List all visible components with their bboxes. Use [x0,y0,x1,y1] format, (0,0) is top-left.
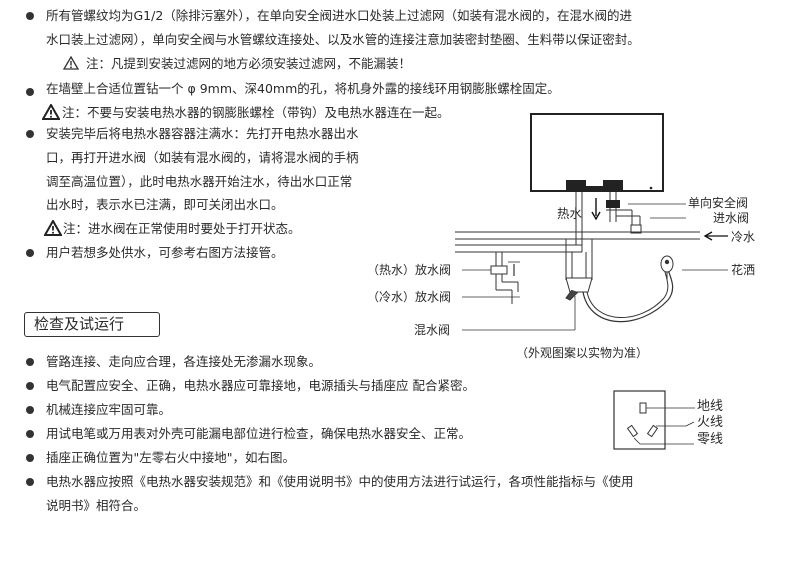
section-title: 检查及试运行 [24,312,160,337]
safety-valve [606,200,620,208]
mixing-valve-label: 混水阀 [414,323,451,337]
inlet-valve [630,224,642,234]
neutral-wire-label: 零线 [697,432,724,447]
warning-icon [63,56,79,70]
fitting-plate [586,186,603,192]
bullet [26,382,34,390]
install-note-1: 注：凡提到安装过滤网的地方必须安装过滤网，不能漏装！ [86,56,412,71]
hot-drain-valve [490,265,508,275]
bullet [26,478,34,486]
install-text-2: 在墙壁上合适位置钻一个 φ 9mm、深40mm的孔，将机身外露的接线环用钢膨胀螺… [46,81,560,96]
install-note-2: 注：不要与安装电热水器的钢膨胀螺栓（带钩）及电热水器连在一起。 [62,105,450,120]
diagram-caption: （外观图案以实物为准） [516,346,649,360]
hot-water-label: 热水 [557,206,583,221]
check-item-2: 电气配置应安全、正确，电热水器应可靠接地，电源插头与插座应 配合紧密。 [46,378,475,393]
check-item-6b: 说明书》相符合。 [46,498,147,513]
inlet-fitting [603,180,623,192]
shower-label: 花洒 [731,263,756,277]
install-text-4: 用户若想多处供水，可参考右图方法接管。 [46,245,284,260]
bullet [26,130,34,138]
cold-water-label: 冷水 [731,230,756,244]
water-heater-tank [530,113,664,192]
bullet [26,454,34,462]
bullet [26,406,34,414]
bullet [26,88,34,96]
outlet-fitting [566,180,586,192]
install-text-1a: 所有管螺纹均为G1/2（除排污塞外），在单向安全阀进水口处装上过滤网（如装有混水… [46,8,633,23]
bullet [26,249,34,257]
warning-icon [42,104,60,120]
install-text-3c: 调至高温位置），此时电热水器开始注水，待出水口正常 [46,174,353,189]
hot-drain-valve-label: （热水）放水阀 [367,263,452,277]
install-text-3a: 安装完毕后将电热水器容器注满水：先打开电热水器出水 [46,126,359,141]
check-item-4: 用试电笔或万用表对外壳可能漏电部位进行检查，确保电热水器安全、正常。 [46,426,472,441]
mixing-valve-handle [565,289,579,301]
install-text-3b: 口，再打开进水阀（如装有混水阀的，请将混水阀的手柄 [46,150,359,165]
mixing-valve-body [565,277,593,293]
warning-icon [44,220,62,236]
check-item-1: 管路连接、走向应合理，各连接处无渗漏水现象。 [46,354,322,369]
bullet [26,430,34,438]
live-wire-label: 火线 [697,415,724,430]
check-item-5: 插座正确位置为"左零右火中接地"，如右图。 [46,450,295,465]
indicator-dot [649,186,653,190]
ground-wire-label: 地线 [697,399,724,414]
shower-hose [582,269,674,323]
cold-drain-valve-label: （冷水）放水阀 [367,290,452,304]
install-text-3d: 出水时，表示水已注满，即可关闭出水口。 [46,197,284,212]
install-text-1b: 水口装上过滤网），单向安全阀与水管螺纹连接处、以及水管的连接注意加装密封垫圈、生… [46,32,640,47]
bullet [26,358,34,366]
safety-valve-label: 单向安全阀 [688,196,749,210]
bullet [26,12,34,20]
check-item-3: 机械连接应牢固可靠。 [46,402,172,417]
inlet-valve-label: 进水阀 [713,211,750,225]
install-note-3: 注：进水阀在正常使用时要处于打开状态。 [63,221,301,236]
check-item-6a: 电热水器应按照《电热水器安装规范》和《使用说明书》中的使用方法进行试运行，各项性… [46,474,634,489]
